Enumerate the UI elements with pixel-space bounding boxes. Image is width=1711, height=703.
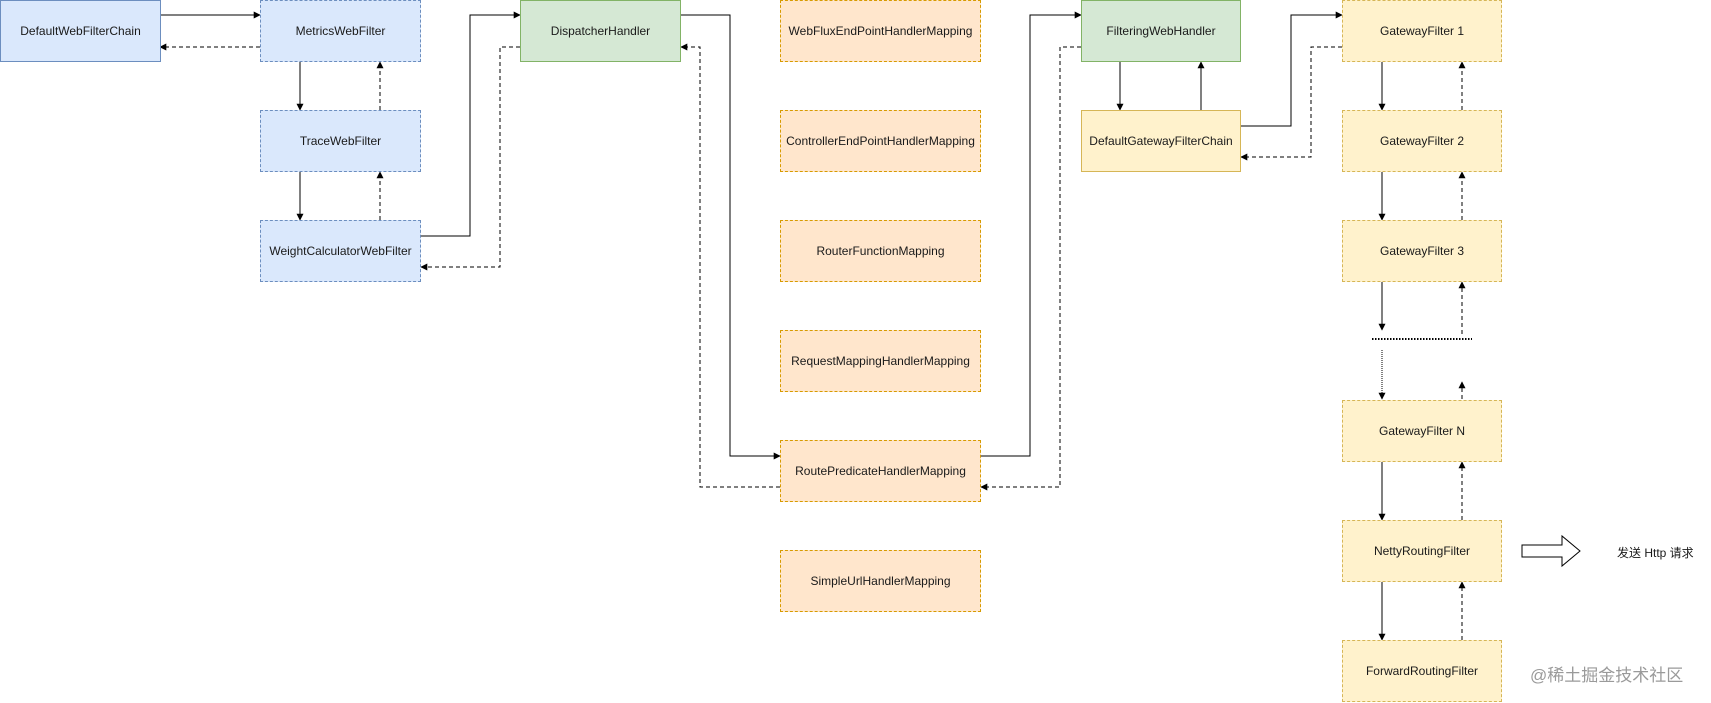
node-gateway-filter-n: GatewayFilter N <box>1342 400 1502 462</box>
send-http-request-label: 发送 Http 请求 <box>1617 546 1694 560</box>
node-router-function-mapping: RouterFunctionMapping <box>780 220 981 282</box>
node-controller-endpoint-handler-mapping: ControllerEndPointHandlerMapping <box>780 110 981 172</box>
node-filtering-web-handler: FilteringWebHandler <box>1081 0 1241 62</box>
arrow-gateway-chain-to-filter-1 <box>1241 11 1343 127</box>
arrow-route-predicate-to-filtering <box>981 11 1082 457</box>
node-forward-routing-filter: ForwardRoutingFilter <box>1342 640 1502 702</box>
node-simple-url-handler-mapping: SimpleUrlHandlerMapping <box>780 550 981 612</box>
arrow-dispatcher-to-route-predicate <box>681 14 781 460</box>
node-trace-web-filter: TraceWebFilter <box>260 110 421 172</box>
node-netty-routing-filter: NettyRoutingFilter <box>1342 520 1502 582</box>
node-metrics-web-filter: MetricsWebFilter <box>260 0 421 62</box>
arrow-filtering-to-route-predicate-return <box>980 46 1081 491</box>
node-default-gateway-filter-chain: DefaultGatewayFilterChain <box>1081 110 1241 172</box>
arrow-filter-1-to-gateway-chain-return <box>1240 46 1342 161</box>
node-request-mapping-handler-mapping: RequestMappingHandlerMapping <box>780 330 981 392</box>
node-gateway-filter-3: GatewayFilter 3 <box>1342 220 1502 282</box>
arrow-weight-to-dispatcher <box>421 11 521 237</box>
node-gateway-filter-1: GatewayFilter 1 <box>1342 0 1502 62</box>
watermark-text: @稀土掘金技术社区 <box>1530 666 1684 685</box>
node-webflux-endpoint-handler-mapping: WebFluxEndPointHandlerMapping <box>780 0 981 62</box>
node-default-web-filter-chain: DefaultWebFilterChain <box>0 0 161 62</box>
send-request-block-arrow-icon <box>1521 534 1581 568</box>
node-gateway-filter-2: GatewayFilter 2 <box>1342 110 1502 172</box>
node-route-predicate-handler-mapping: RoutePredicateHandlerMapping <box>780 440 981 502</box>
node-weight-calculator-web-filter: WeightCalculatorWebFilter <box>260 220 421 282</box>
arrow-dispatcher-to-weight-return <box>420 46 520 271</box>
node-dispatcher-handler: DispatcherHandler <box>520 0 681 62</box>
